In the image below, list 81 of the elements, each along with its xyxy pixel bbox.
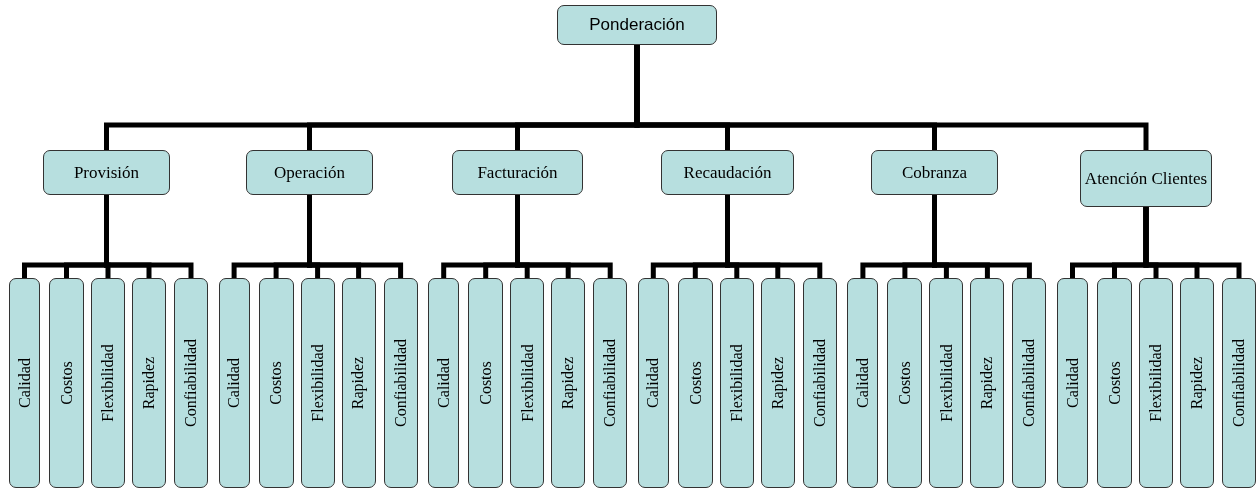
node-label: Confiabilidad bbox=[810, 339, 829, 427]
connector-line bbox=[1143, 207, 1242, 278]
category-box bbox=[43, 150, 170, 195]
node-label: Costos bbox=[57, 361, 76, 405]
criterion-box bbox=[468, 278, 504, 488]
node-label: Rapidez bbox=[978, 356, 997, 410]
node-label: Calidad bbox=[1063, 358, 1082, 408]
criterion-box bbox=[218, 278, 250, 488]
criterion-box bbox=[300, 278, 335, 488]
category-box bbox=[661, 150, 794, 195]
criterion-box bbox=[719, 278, 754, 488]
connector-line bbox=[725, 195, 823, 278]
node-label: Calidad bbox=[15, 358, 34, 408]
connector-line bbox=[104, 195, 194, 278]
criterion-box bbox=[802, 278, 837, 488]
node-label: Flexibilidad bbox=[1147, 344, 1165, 422]
criterion-box bbox=[1139, 278, 1173, 488]
node-label: Calidad bbox=[853, 358, 872, 408]
category-box bbox=[871, 150, 998, 195]
criterion-box bbox=[1180, 278, 1214, 488]
node-label: Facturación bbox=[477, 162, 558, 183]
node-label: Confiabilidad bbox=[1020, 339, 1039, 427]
criterion-box bbox=[929, 278, 964, 488]
criterion-box bbox=[341, 278, 376, 488]
node-label: Flexibilidad bbox=[308, 344, 327, 422]
criterion-box bbox=[132, 278, 166, 488]
node-label: Flexibilidad bbox=[99, 344, 117, 422]
criterion-box bbox=[1097, 278, 1132, 488]
criterion-box bbox=[49, 278, 84, 488]
node-label: Operación bbox=[274, 162, 345, 183]
criterion-box bbox=[551, 278, 586, 488]
node-label: Flexibilidad bbox=[518, 344, 537, 422]
node-label: Costos bbox=[476, 361, 495, 405]
node-label: Confiabilidad bbox=[182, 339, 200, 427]
criterion-box bbox=[428, 278, 460, 488]
connector-line bbox=[307, 195, 404, 278]
node-label: Recaudación bbox=[683, 162, 772, 183]
connector-line bbox=[932, 195, 1032, 278]
node-label: Costos bbox=[267, 361, 286, 405]
node-label: Rapidez bbox=[349, 356, 368, 410]
node-label: Cobranza bbox=[901, 162, 968, 183]
criterion-box bbox=[847, 278, 879, 488]
connector-line bbox=[515, 195, 613, 278]
criterion-box bbox=[1222, 278, 1256, 488]
node-label: Confiabilidad bbox=[1230, 339, 1248, 427]
node-label: Costos bbox=[686, 361, 705, 405]
criterion-box bbox=[970, 278, 1005, 488]
node-label: Rapidez bbox=[768, 356, 787, 410]
criterion-box bbox=[9, 278, 40, 488]
node-label: Rapidez bbox=[559, 356, 578, 410]
node-label: Calidad bbox=[434, 358, 453, 408]
criterion-box bbox=[887, 278, 923, 488]
node-label: Costos bbox=[895, 361, 914, 405]
node-label: Ponderación bbox=[589, 15, 685, 35]
node-label: Flexibilidad bbox=[727, 344, 746, 422]
criterion-box bbox=[593, 278, 628, 488]
criterion-box bbox=[1012, 278, 1047, 488]
criterion-box bbox=[760, 278, 795, 488]
node-label: Rapidez bbox=[1188, 356, 1206, 410]
node-label: Rapidez bbox=[140, 356, 158, 410]
criterion-box bbox=[510, 278, 545, 488]
criterion-box bbox=[258, 278, 294, 488]
criterion-box bbox=[637, 278, 669, 488]
criterion-box bbox=[91, 278, 125, 488]
criterion-box bbox=[383, 278, 418, 488]
node-label: Confiabilidad bbox=[601, 339, 620, 427]
criterion-box bbox=[174, 278, 208, 488]
node-label: Atención Clientes bbox=[1084, 168, 1208, 189]
category-box bbox=[1080, 150, 1212, 207]
criterion-box bbox=[1057, 278, 1088, 488]
node-label: Calidad bbox=[644, 358, 663, 408]
root-box bbox=[557, 5, 717, 45]
criterion-box bbox=[677, 278, 713, 488]
node-label: Calidad bbox=[225, 358, 244, 408]
category-box bbox=[246, 150, 373, 195]
node-label: Flexibilidad bbox=[937, 344, 956, 422]
node-label: Costos bbox=[1105, 361, 1124, 405]
node-label: Provisión bbox=[73, 162, 140, 183]
category-box bbox=[452, 150, 583, 195]
node-label: Confiabilidad bbox=[391, 339, 410, 427]
connector-line bbox=[634, 45, 1149, 150]
